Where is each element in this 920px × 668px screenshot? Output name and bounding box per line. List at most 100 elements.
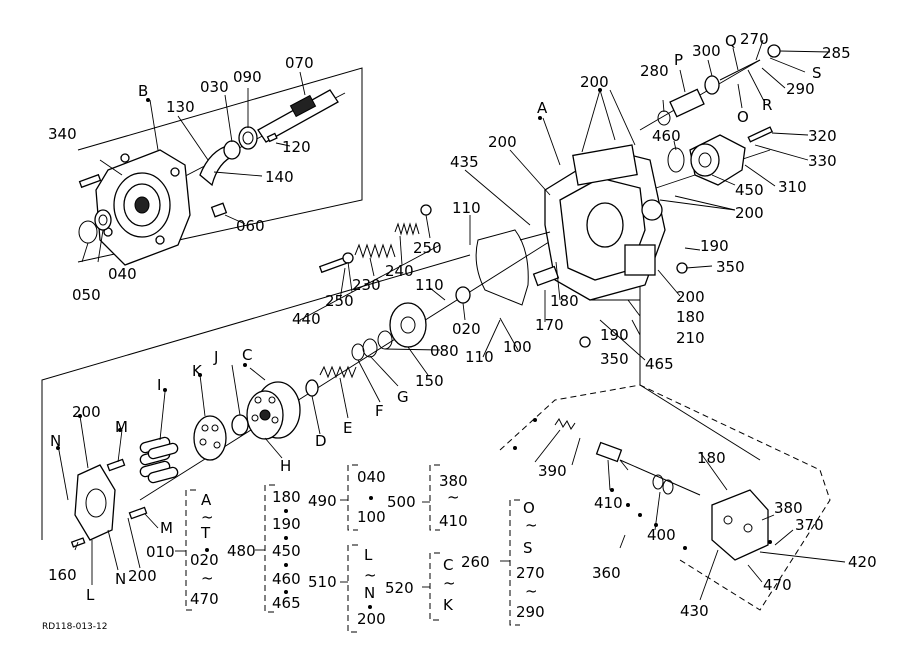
label-410: 410 (594, 494, 623, 512)
group-500: 500 380 ~ 410 (387, 472, 468, 530)
group-500-ref: 500 (387, 493, 416, 511)
label-090: 090 (233, 68, 262, 86)
label-200-right: 200 (735, 204, 764, 222)
spool-p (669, 88, 705, 118)
nut-285 (767, 44, 781, 58)
middle-frame (41, 254, 471, 540)
label-420: 420 (848, 553, 877, 571)
label-050: 050 (72, 286, 101, 304)
label-110-top: 110 (452, 199, 481, 217)
oring-460 (667, 147, 685, 173)
group-010-item: ~ (201, 569, 214, 587)
label-380: 380 (774, 499, 803, 517)
group-480: 480 180 190 450 460 465 (227, 488, 301, 612)
label-q: Q (725, 32, 737, 50)
group-520-ref: 520 (385, 579, 414, 597)
label-n-upper: N (50, 432, 61, 450)
label-230: 230 (352, 276, 381, 294)
label-200-bottom: 200 (128, 567, 157, 585)
label-200-left: 200 (488, 133, 517, 151)
label-350-mid: 350 (600, 350, 629, 368)
pin-170 (532, 265, 560, 287)
gasket-100 (475, 229, 529, 306)
plug-350b (579, 336, 591, 348)
label-450: 450 (735, 181, 764, 199)
label-o: O (737, 108, 749, 126)
group-480-item: 460 (272, 570, 301, 588)
group-260-item: 270 (516, 564, 545, 582)
label-040: 040 (108, 265, 137, 283)
group-480-ref: 480 (227, 542, 256, 560)
label-100: 100 (503, 338, 532, 356)
label-200-top: 200 (580, 73, 609, 91)
group-520-item: K (443, 596, 454, 614)
label-f: F (375, 402, 384, 420)
label-440: 440 (292, 310, 321, 328)
label-i: I (157, 376, 161, 394)
shaft-070 (257, 89, 339, 143)
bolt-320 (747, 126, 774, 143)
label-150: 150 (415, 372, 444, 390)
spring-390 (554, 418, 576, 430)
label-l: L (86, 586, 95, 604)
group-490: 490 040 100 (308, 468, 386, 526)
diagram-code: RD118-013-12 (42, 622, 108, 632)
leader-lines (57, 39, 846, 601)
label-a: A (537, 99, 548, 117)
label-m-lower: M (160, 519, 173, 537)
group-510-item: L (364, 546, 373, 564)
label-460: 460 (652, 127, 681, 145)
label-c: C (242, 346, 252, 364)
ring-400 (652, 474, 674, 495)
label-120: 120 (282, 138, 311, 156)
group-260-item: S (523, 539, 533, 557)
group-260: 260 O ~ S 270 ~ 290 (461, 499, 545, 621)
pin-m-upper (106, 458, 126, 472)
group-480-item: 465 (272, 594, 301, 612)
group-010: 010 A ~ T 020 ~ 470 (146, 491, 219, 608)
label-350-right: 350 (716, 258, 745, 276)
cover-plate-b (95, 149, 191, 266)
motor-310 (689, 134, 746, 186)
marker-dots (56, 88, 772, 550)
label-370: 370 (795, 516, 824, 534)
label-240: 240 (385, 262, 414, 280)
axis-line-relief (299, 244, 441, 321)
group-260-item: O (523, 499, 535, 517)
plug-350a (676, 262, 688, 274)
label-320: 320 (808, 127, 837, 145)
label-470: 470 (763, 576, 792, 594)
swash-plate-l (74, 464, 116, 541)
spring-240 (394, 222, 420, 236)
bearing-090 (238, 126, 258, 150)
group-260-item: ~ (525, 516, 538, 534)
label-110-low: 110 (465, 348, 494, 366)
group-510-item: 200 (357, 610, 386, 628)
seal-040 (94, 209, 112, 231)
group-480-item: 190 (272, 515, 301, 533)
label-b: B (138, 82, 148, 100)
label-m-upper: M (115, 418, 128, 436)
group-brackets (175, 464, 520, 633)
label-285: 285 (822, 44, 851, 62)
rod-q (719, 59, 761, 81)
retainer-plate-k (193, 415, 227, 461)
pin-060 (210, 202, 228, 218)
spring-230 (354, 243, 396, 259)
ring-080 (377, 330, 393, 350)
group-490-item: 100 (357, 508, 386, 526)
group-480-item: 450 (272, 542, 301, 560)
label-h: H (280, 457, 291, 475)
label-j: J (213, 348, 218, 366)
group-480-item: 180 (272, 488, 301, 506)
label-180-right: 180 (676, 308, 705, 326)
bearing-020 (455, 286, 471, 304)
label-060: 060 (236, 217, 265, 235)
label-330: 330 (808, 152, 837, 170)
label-430: 430 (680, 602, 709, 620)
pin-435 (519, 231, 551, 241)
label-250-upper: 250 (413, 239, 442, 257)
label-110-mid: 110 (415, 276, 444, 294)
label-s: S (812, 64, 822, 82)
label-290: 290 (786, 80, 815, 98)
